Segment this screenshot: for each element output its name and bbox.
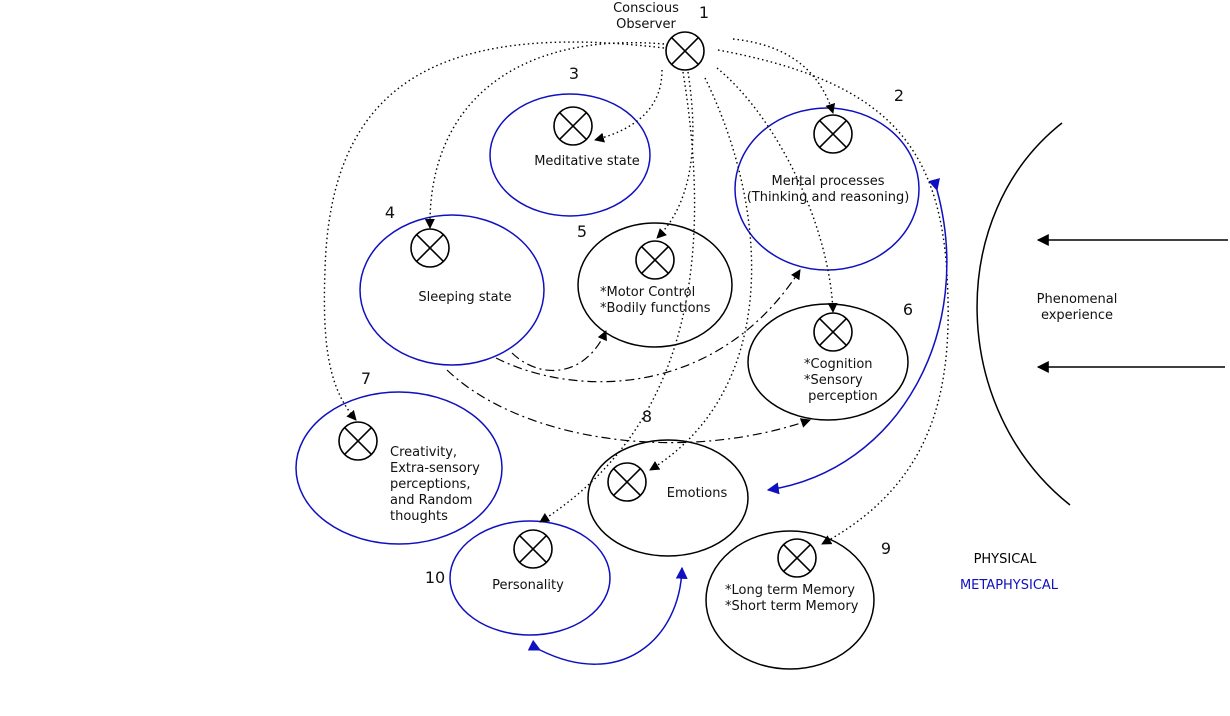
node-label-sleeping: Sleeping state bbox=[418, 290, 511, 305]
node-number-cognition: 6 bbox=[903, 300, 913, 319]
node-label-motor: *Motor Control*Bodily functions bbox=[600, 285, 711, 316]
observer-label-line1: Conscious bbox=[613, 1, 679, 16]
observer-arrow-to-meditative bbox=[594, 69, 663, 143]
node-label-line: *Short term Memory bbox=[725, 599, 859, 614]
node-label-line: *Sensory bbox=[804, 373, 863, 388]
node-number-mental: 2 bbox=[894, 86, 904, 105]
observer-arrow-to-sleeping bbox=[424, 42, 665, 229]
node-label-cognition: *Cognition*Sensory perception bbox=[804, 357, 878, 404]
phenomenal-boundary-arc bbox=[976, 122, 1071, 506]
meditative-cross-icon bbox=[553, 106, 593, 146]
node-label-line: Meditative state bbox=[534, 154, 640, 169]
node-number-personality: 10 bbox=[425, 568, 445, 587]
node-label-line: Extra-sensory bbox=[390, 461, 480, 476]
node-number-motor: 5 bbox=[577, 222, 587, 241]
sleeping-to-motor-arrow bbox=[511, 330, 607, 372]
node-ellipse-sleeping bbox=[359, 214, 545, 366]
node-label-line: *Bodily functions bbox=[600, 301, 711, 316]
node-label-line: *Long term Memory bbox=[725, 583, 855, 598]
motor-cross-icon bbox=[635, 240, 675, 280]
node-label-line: perceptions, bbox=[390, 477, 471, 492]
observer-number: 1 bbox=[699, 3, 709, 22]
memory-cross-icon bbox=[777, 538, 817, 578]
emotions-cross-icon bbox=[607, 462, 647, 502]
legend-metaphysical: METAPHYSICAL bbox=[960, 578, 1059, 593]
personality-emotions-link bbox=[527, 566, 688, 665]
node-ellipse-meditative bbox=[489, 93, 651, 217]
observer-arrow-to-personality bbox=[539, 71, 696, 523]
node-ellipse-emotions bbox=[587, 439, 749, 557]
observer-arrow-to-memory bbox=[717, 49, 949, 545]
sleeping-cross-icon bbox=[410, 228, 450, 268]
observer-arrow-to-creativity bbox=[323, 41, 665, 421]
node-label-line: Sleeping state bbox=[418, 290, 511, 305]
sleeping-to-cognition-arrow bbox=[446, 369, 811, 444]
node-number-emotions: 8 bbox=[642, 407, 652, 426]
node-label-line: Personality bbox=[492, 578, 564, 593]
conscious-observer: Conscious Observer 1 bbox=[613, 1, 709, 71]
node-label-memory: *Long term Memory*Short term Memory bbox=[725, 583, 859, 614]
legend-physical: PHYSICAL bbox=[974, 552, 1038, 567]
observer-label-line2: Observer bbox=[616, 17, 676, 32]
node-label-line: Mental processes bbox=[772, 174, 885, 189]
node-ellipse-creativity bbox=[295, 391, 503, 545]
creativity-cross-icon bbox=[338, 421, 378, 461]
node-label-line: perception bbox=[804, 389, 878, 404]
node-ellipse-memory bbox=[705, 530, 875, 670]
node-label-line: *Motor Control bbox=[600, 285, 695, 300]
node-label-line: thoughts bbox=[390, 509, 448, 524]
personality-cross-icon bbox=[513, 529, 553, 569]
node-label-line: and Random bbox=[390, 493, 472, 508]
sleeping-to-mental-arrow bbox=[495, 269, 801, 383]
node-ellipse-motor bbox=[577, 222, 733, 348]
node-label-meditative: Meditative state bbox=[534, 154, 640, 169]
phenomenal-label-line1: Phenomenal bbox=[1037, 292, 1118, 307]
node-label-line: Emotions bbox=[667, 486, 728, 501]
phenomenal-label-line2: experience bbox=[1041, 308, 1113, 323]
observer-arrow-to-mental bbox=[732, 38, 836, 114]
node-label-mental: Mental processes(Thinking and reasoning) bbox=[747, 174, 910, 205]
cognition-cross-icon bbox=[813, 312, 853, 352]
node-label-line: Creativity, bbox=[390, 445, 457, 460]
node-label-line: (Thinking and reasoning) bbox=[747, 190, 910, 205]
node-number-memory: 9 bbox=[881, 539, 891, 558]
node-number-meditative: 3 bbox=[569, 64, 579, 83]
node-label-emotions: Emotions bbox=[667, 486, 728, 501]
node-label-line: *Cognition bbox=[804, 357, 873, 372]
mental-emotions-link bbox=[766, 178, 948, 495]
observer-arrow-to-emotions bbox=[649, 77, 753, 471]
node-number-sleeping: 4 bbox=[385, 203, 395, 222]
mental-cross-icon bbox=[813, 114, 853, 154]
node-label-personality: Personality bbox=[492, 578, 564, 593]
node-number-creativity: 7 bbox=[361, 369, 371, 388]
observer-arrow-to-motor bbox=[656, 71, 694, 239]
